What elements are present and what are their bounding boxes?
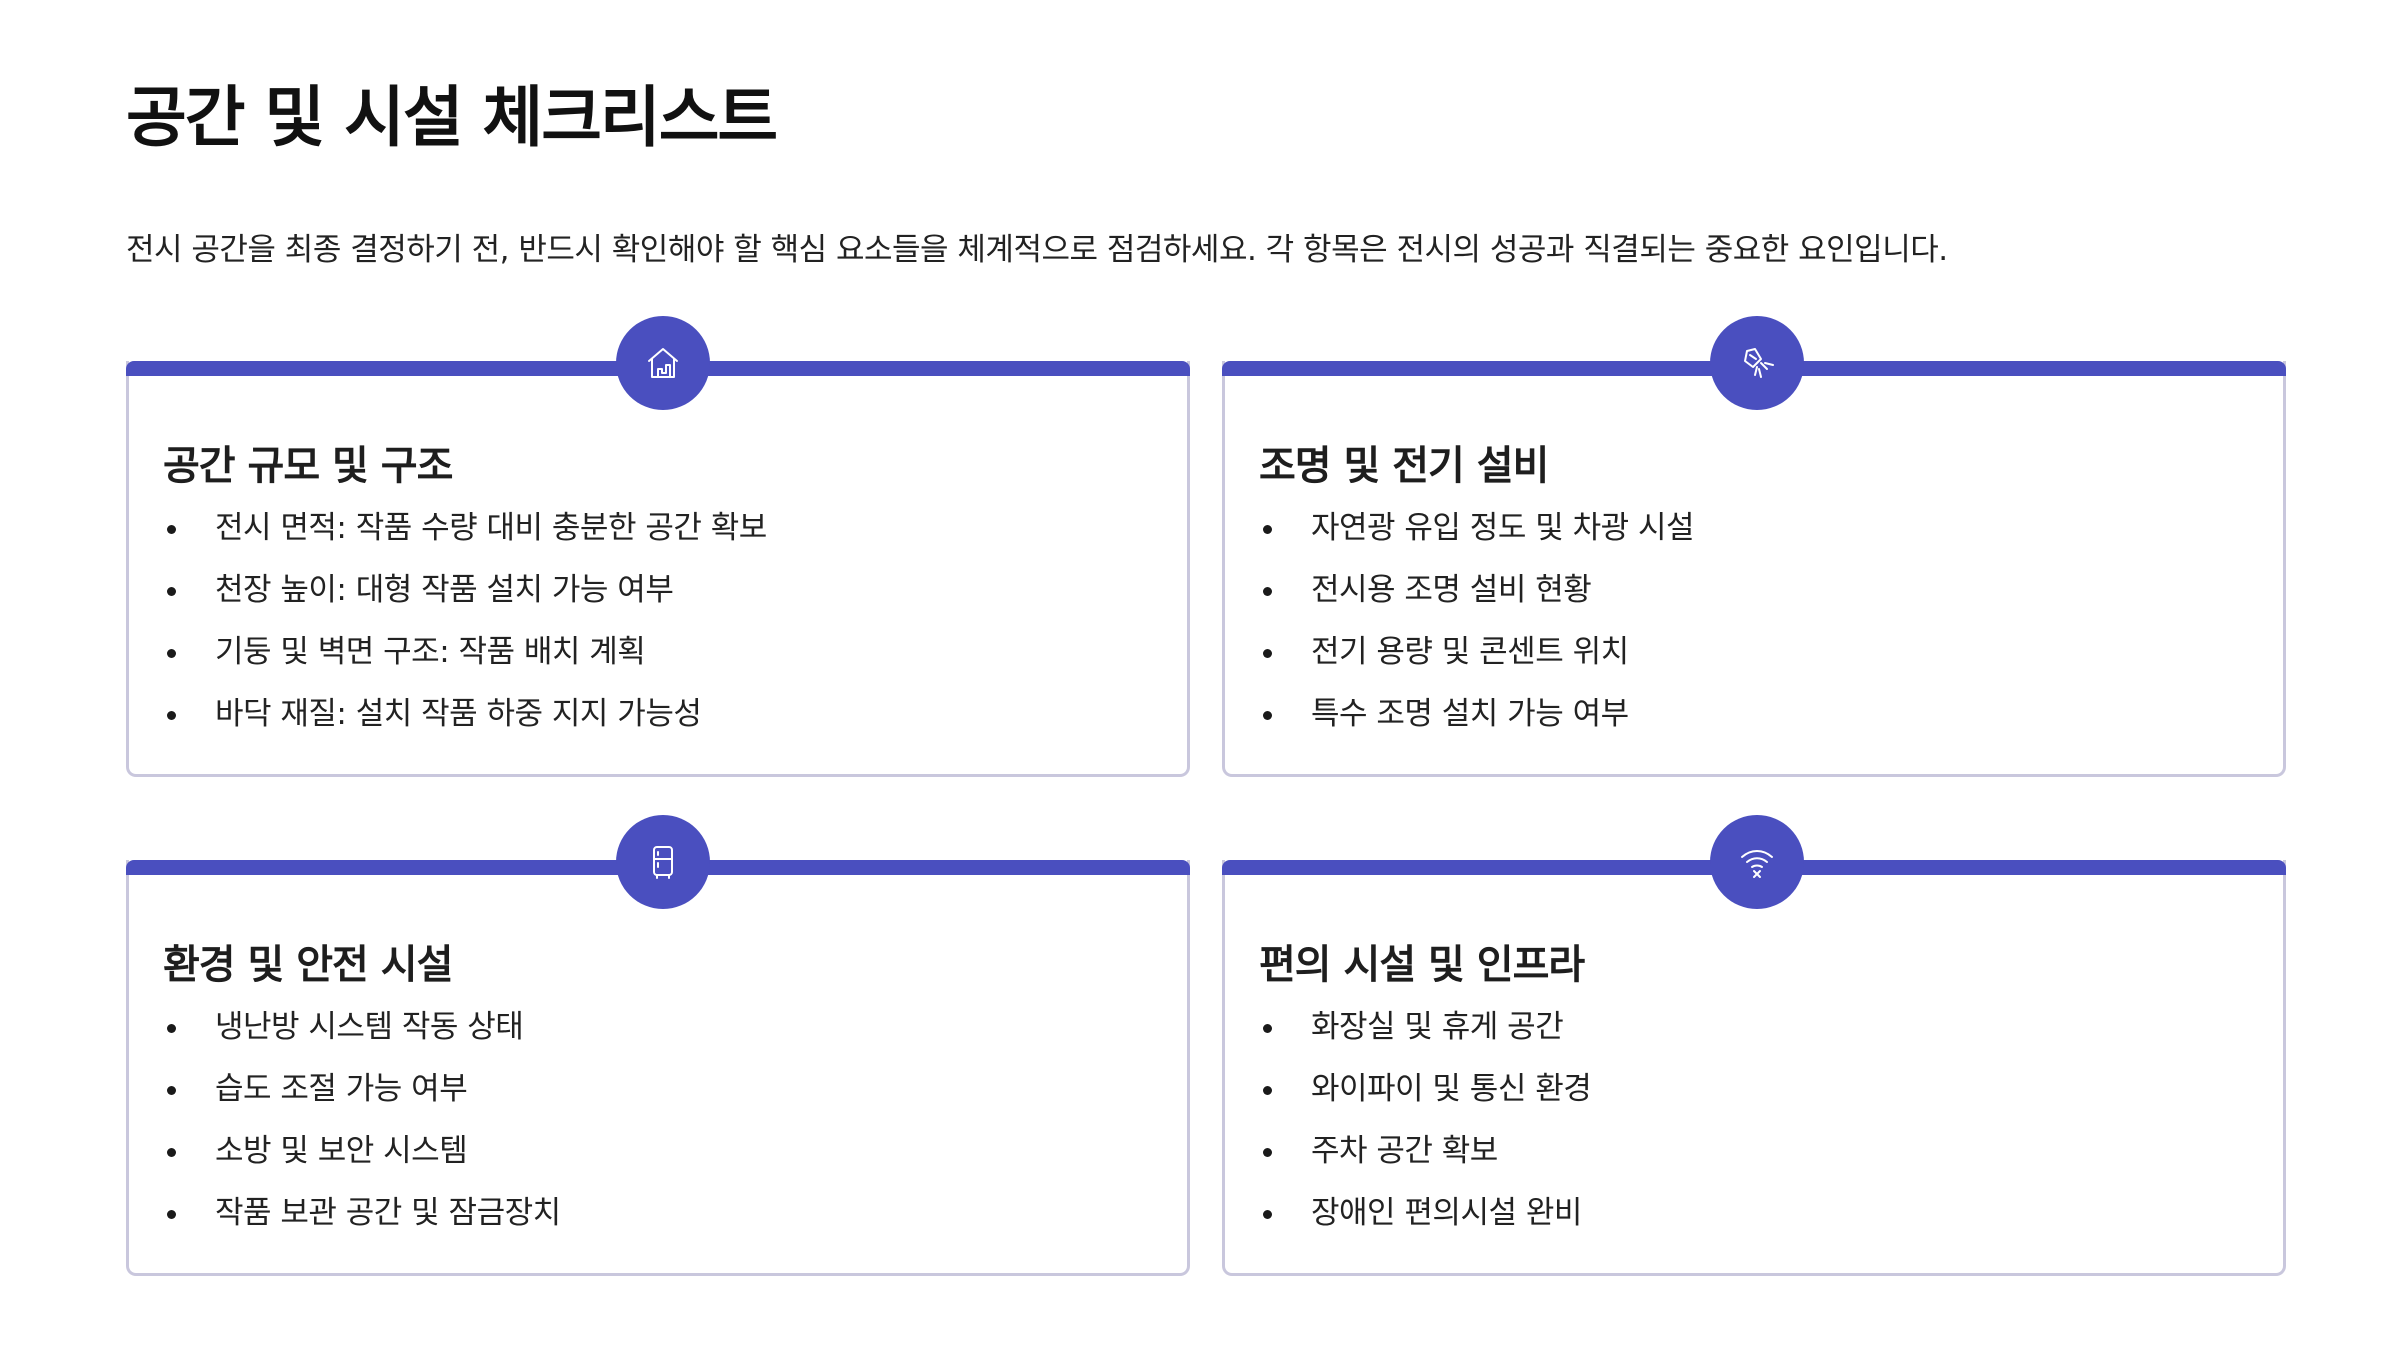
card-title: 공간 규모 및 구조 bbox=[163, 443, 453, 489]
list-item: 천장 높이: 대형 작품 설치 가능 여부 bbox=[163, 563, 767, 625]
list-item: 기둥 및 벽면 구조: 작품 배치 계획 bbox=[163, 625, 767, 687]
page-title: 공간 및 시설 체크리스트 bbox=[126, 79, 778, 156]
card-title: 편의 시설 및 인프라 bbox=[1259, 942, 1585, 988]
list-item: 냉난방 시스템 작동 상태 bbox=[163, 1000, 561, 1062]
card-environment-safety: 환경 및 안전 시설 냉난방 시스템 작동 상태 습도 조절 가능 여부 소방 … bbox=[126, 815, 1190, 1276]
checklist: 화장실 및 휴게 공간 와이파이 및 통신 환경 주차 공간 확보 장애인 편의… bbox=[1259, 1000, 1592, 1248]
list-item: 장애인 편의시설 완비 bbox=[1259, 1186, 1591, 1248]
page-intro: 전시 공간을 최종 결정하기 전, 반드시 확인해야 할 핵심 요소들을 체계적… bbox=[126, 232, 1948, 268]
list-item: 와이파이 및 통신 환경 bbox=[1259, 1062, 1592, 1124]
card-title: 환경 및 안전 시설 bbox=[163, 942, 453, 988]
checklist: 자연광 유입 정도 및 차광 시설 전시용 조명 설비 현황 전기 용량 및 콘… bbox=[1259, 501, 1695, 749]
checklist: 전시 면적: 작품 수량 대비 충분한 공간 확보 천장 높이: 대형 작품 설… bbox=[163, 501, 767, 749]
card-lighting-electric: 조명 및 전기 설비 자연광 유입 정도 및 차광 시설 전시용 조명 설비 현… bbox=[1222, 316, 2286, 777]
list-item: 습도 조절 가능 여부 bbox=[163, 1062, 561, 1124]
card-title: 조명 및 전기 설비 bbox=[1259, 443, 1549, 489]
card-amenities-infra: 편의 시설 및 인프라 화장실 및 휴게 공간 와이파이 및 통신 환경 주차 … bbox=[1222, 815, 2286, 1276]
house-icon bbox=[616, 316, 710, 410]
list-item: 전기 용량 및 콘센트 위치 bbox=[1259, 625, 1694, 687]
list-item: 주차 공간 확보 bbox=[1259, 1124, 1591, 1186]
climate-unit-icon bbox=[616, 815, 710, 909]
list-item: 바닥 재질: 설치 작품 하중 지지 가능성 bbox=[163, 687, 767, 749]
list-item: 전시용 조명 설비 현황 bbox=[1259, 563, 1694, 625]
list-item: 화장실 및 휴게 공간 bbox=[1259, 1000, 1591, 1062]
list-item: 작품 보관 공간 및 잠금장치 bbox=[163, 1186, 561, 1248]
list-item: 자연광 유입 정도 및 차광 시설 bbox=[1259, 501, 1695, 563]
lighting-icon bbox=[1710, 316, 1804, 410]
card-space-structure: 공간 규모 및 구조 전시 면적: 작품 수량 대비 충분한 공간 확보 천장 … bbox=[126, 316, 1190, 777]
list-item: 특수 조명 설치 가능 여부 bbox=[1259, 687, 1694, 749]
list-item: 소방 및 보안 시스템 bbox=[163, 1124, 561, 1186]
list-item: 전시 면적: 작품 수량 대비 충분한 공간 확보 bbox=[163, 501, 767, 563]
wifi-icon bbox=[1710, 815, 1804, 909]
checklist: 냉난방 시스템 작동 상태 습도 조절 가능 여부 소방 및 보안 시스템 작품… bbox=[163, 1000, 561, 1248]
